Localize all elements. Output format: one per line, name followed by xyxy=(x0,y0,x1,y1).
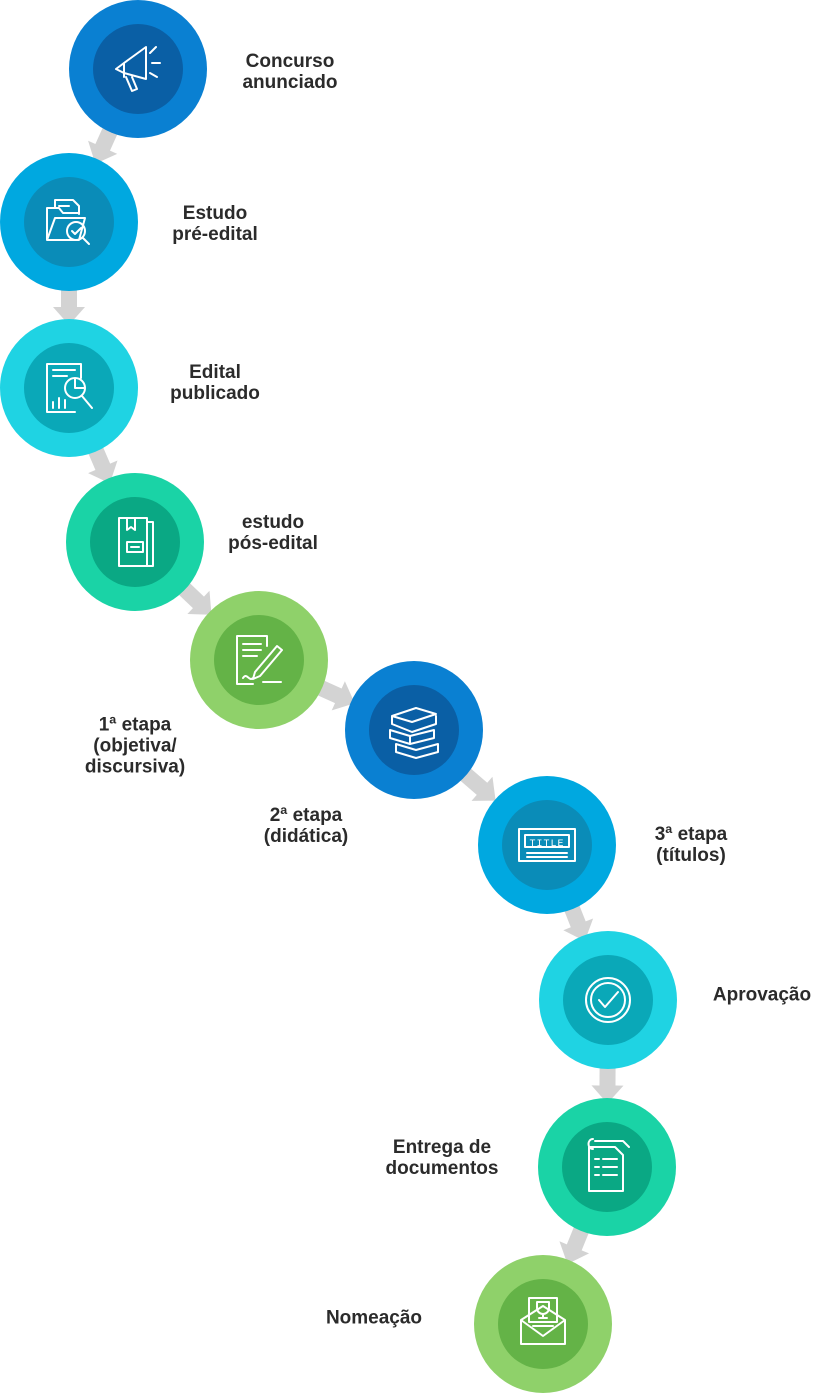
step-inner-circle xyxy=(502,800,592,890)
step-label: estudo pós-edital xyxy=(228,512,318,554)
document-pen-icon xyxy=(236,635,283,685)
title-icon-text: TITLE xyxy=(529,839,564,850)
documents-icon xyxy=(587,1138,630,1192)
step-inner-circle xyxy=(369,685,459,775)
report-search-icon xyxy=(46,363,93,413)
step-label: 3ª etapa (títulos) xyxy=(654,824,728,866)
step-node xyxy=(539,931,677,1069)
step-node: TITLE xyxy=(478,776,616,914)
step-inner-circle xyxy=(24,177,114,267)
step-label: Edital publicado xyxy=(170,362,260,404)
title-certificate-icon xyxy=(518,828,576,862)
step-inner-circle xyxy=(563,955,653,1045)
step-node xyxy=(66,473,204,611)
step-node xyxy=(0,153,138,291)
trophy-envelope-icon xyxy=(520,1297,566,1345)
step-label: Nomeação xyxy=(325,1307,423,1329)
step-node xyxy=(474,1255,612,1393)
step-node xyxy=(69,0,207,138)
step-label: Estudo pré-edital xyxy=(172,203,258,245)
step-node xyxy=(345,661,483,799)
step-label: Entrega de documentos xyxy=(385,1137,499,1179)
step-label: Aprovação xyxy=(712,984,812,1006)
notebook-icon xyxy=(118,517,154,567)
books-icon xyxy=(389,707,439,759)
step-inner-circle xyxy=(24,343,114,433)
check-circle-icon xyxy=(585,977,631,1023)
step-label: 1ª etapa (objetiva/ discursiva) xyxy=(84,714,186,778)
step-label: 2ª etapa (didática) xyxy=(263,805,349,847)
megaphone-icon xyxy=(115,46,161,92)
step-inner-circle xyxy=(93,24,183,114)
step-node xyxy=(0,319,138,457)
step-inner-circle xyxy=(214,615,304,705)
step-node xyxy=(190,591,328,729)
step-node xyxy=(538,1098,676,1236)
step-inner-circle xyxy=(498,1279,588,1369)
folder-search-icon xyxy=(46,199,90,245)
step-label: Concurso anunciado xyxy=(242,51,338,93)
